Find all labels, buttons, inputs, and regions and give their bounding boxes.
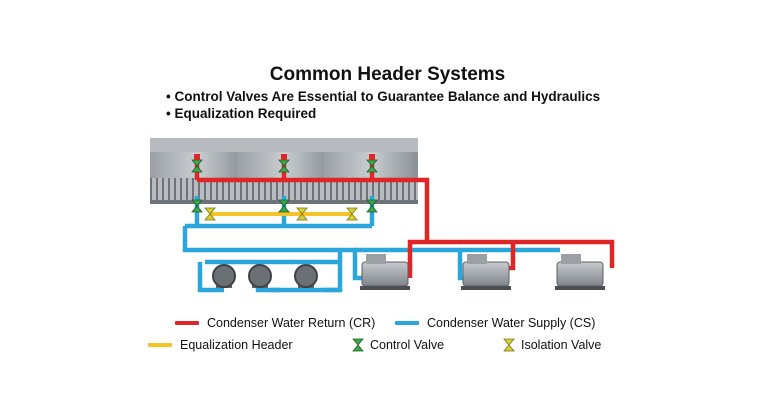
isolation-valves <box>204 207 358 221</box>
legend-return: Condenser Water Return (CR) <box>175 316 375 330</box>
pump-1 <box>212 264 236 288</box>
isolation-valve-2 <box>296 207 308 221</box>
pump-2 <box>248 264 272 288</box>
legend-control-valve: Control Valve <box>352 338 444 352</box>
bullet-equalization: • Equalization Required <box>166 106 317 121</box>
legend-supply: Condenser Water Supply (CS) <box>395 316 595 330</box>
tower-inlet-markers <box>194 154 375 160</box>
isolation-valve-3 <box>346 207 358 221</box>
control-valve-2 <box>278 199 290 213</box>
legend-equalization: Equalization Header <box>148 338 293 352</box>
legend-equalization-label: Equalization Header <box>180 338 293 352</box>
tower-valve-1 <box>191 159 203 173</box>
control-valve-1 <box>191 199 203 213</box>
tower-valve-3 <box>366 159 378 173</box>
legend-supply-label: Condenser Water Supply (CS) <box>427 316 596 330</box>
legend-return-label: Condenser Water Return (CR) <box>207 316 376 330</box>
chiller-3 <box>555 254 605 290</box>
chiller-2 <box>461 254 511 290</box>
control-valve-icon <box>352 338 364 352</box>
legend-isolation-valve: Isolation Valve <box>503 338 601 352</box>
control-valve-3 <box>366 199 378 213</box>
legend-isolation-valve-label: Isolation Valve <box>521 338 602 352</box>
diagram-title: Common Header Systems <box>269 64 506 85</box>
chiller-1 <box>360 254 410 290</box>
isolation-valve-icon <box>503 338 515 352</box>
bullet-control-valves: • Control Valves Are Essential to Guaran… <box>166 89 601 104</box>
legend-control-valve-label: Control Valve <box>370 338 445 352</box>
supply-line-swatch <box>395 321 419 325</box>
return-line-swatch <box>175 321 199 325</box>
isolation-valve-1 <box>204 207 216 221</box>
control-valves <box>191 159 378 213</box>
equalization-line-swatch <box>148 343 172 347</box>
pump-3 <box>294 264 318 288</box>
